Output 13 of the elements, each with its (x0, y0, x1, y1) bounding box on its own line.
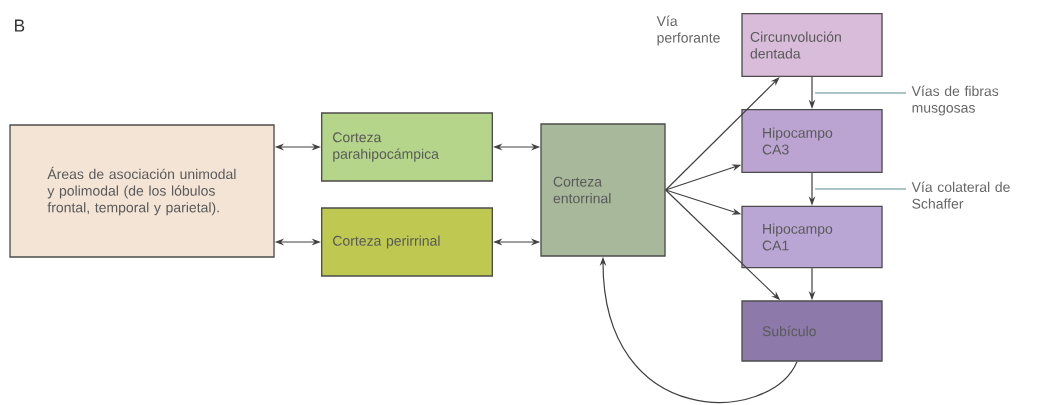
cortex-box: Corteza parahipocámpica (321, 112, 493, 182)
arrow (665, 77, 780, 191)
region-box: Circunvolución dentada (741, 13, 883, 77)
region-box: Hipocampo CA3 (741, 109, 883, 173)
region-box: Subículo (741, 300, 883, 362)
cortex-box: Corteza perirrinal (321, 207, 493, 277)
callout-label: Vías de fibras musgosas (911, 85, 999, 116)
callout-label: Vía colateral de Schaffer (911, 181, 1010, 209)
region-box: Hipocampo CA1 (741, 205, 883, 269)
path-label: Vía perforante (656, 15, 720, 46)
area-box: Áreas de asociación unimodal y polimodal (de los lóbulos frontal, temporal y parietal). (9, 124, 275, 258)
heading-letter: B (15, 19, 25, 32)
cortex-box: Corteza entorrinal (540, 123, 666, 257)
